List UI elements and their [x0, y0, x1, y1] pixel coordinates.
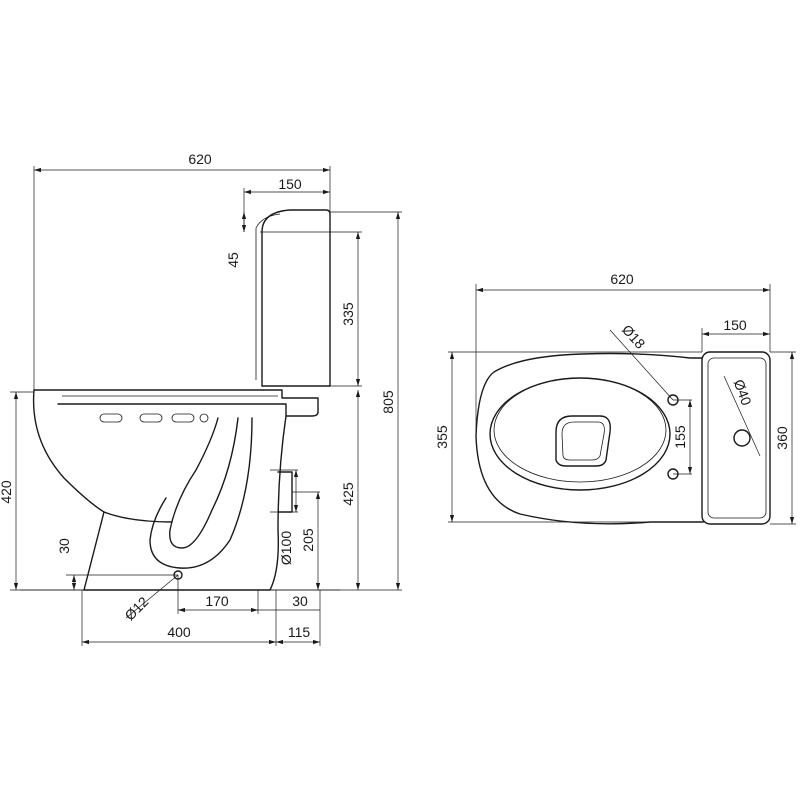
top-view: 620 150 Ø18 155 355 360 Ø40: [434, 271, 796, 525]
dim-label-tank-depth: 150: [278, 176, 302, 192]
bowl-body: [32, 389, 105, 591]
leader-line-40: [723, 375, 761, 457]
rim-hole: [171, 413, 195, 423]
cistern-lid-line: [255, 213, 281, 229]
flush-button: [733, 429, 751, 447]
top-dim-label-hole-diameter: Ø18: [619, 321, 649, 352]
dim-label-fixing-height: 30: [56, 538, 72, 554]
top-dim-label-overall-length: 620: [610, 271, 634, 287]
cistern-outline: [261, 209, 331, 387]
side-view: 620 150 45 335 805 420 425 205 Ø100 30 Ø…: [0, 151, 402, 646]
dim-label-base-length: 400: [167, 624, 191, 640]
rim-hole-small: [199, 413, 209, 423]
drain-opening: [555, 415, 611, 467]
dim-label-outlet-projection: 115: [288, 624, 311, 640]
dim-label-outlet-diameter: Ø100: [278, 531, 294, 565]
bowl-inner-top: [493, 377, 667, 483]
tank-top: [701, 351, 771, 525]
dim-label-outlet-height: 205: [300, 528, 316, 552]
bowl-top-outline: [475, 352, 713, 525]
bowl-outer-back: [103, 511, 173, 523]
rim-hole: [99, 413, 123, 423]
dim-label-outlet-offset: 30: [292, 593, 308, 609]
top-dim-label-tank-depth: 150: [723, 317, 747, 333]
bowl-rim: [33, 389, 319, 417]
drain-opening-inner: [561, 421, 605, 461]
dim-label-overall-length: 620: [188, 151, 212, 167]
trapway: [169, 417, 239, 549]
dim-label-tank-height: 335: [340, 302, 356, 326]
dim-label-seat-height: 425: [340, 482, 356, 506]
dim-label-total-height: 805: [380, 390, 396, 414]
trapway-outer: [149, 417, 253, 569]
dim-label-lid-height: 45: [225, 252, 241, 268]
dim-label-fixing-diameter: Ø12: [121, 593, 151, 623]
dim-label-bowl-height: 420: [0, 480, 14, 504]
top-dim-label-bowl-width: 355: [434, 425, 450, 449]
leader-line-18: [609, 329, 674, 401]
pedestal: [83, 415, 287, 591]
rim-hole: [139, 413, 163, 423]
tank-top-inner: [707, 357, 767, 519]
top-dim-label-tank-width: 360: [774, 426, 790, 450]
dim-label-fixing-to-outlet: 170: [205, 593, 229, 609]
top-dim-label-hole-spacing: 155: [672, 425, 688, 449]
leader-line-12: [125, 574, 179, 619]
